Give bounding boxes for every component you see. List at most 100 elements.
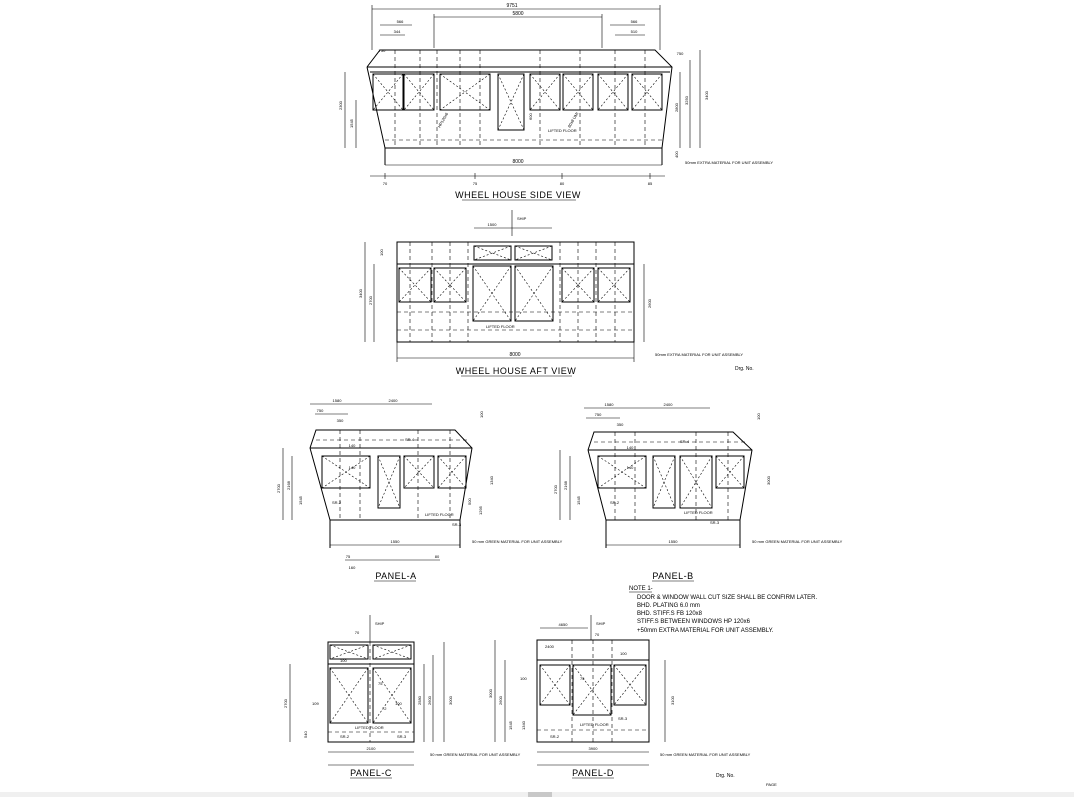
notes-line-4: STIFF.S BETWEEN WINDOWS HP 120x6 xyxy=(637,619,751,625)
panel-a-dim-3: 350 xyxy=(337,418,344,423)
panel-c-dim-10: 109 xyxy=(312,701,319,706)
notes-line-5: +50mm EXTRA MATERIAL FOR UNIT ASSEMBLY. xyxy=(637,628,774,634)
scrollbar-thumb[interactable] xyxy=(528,792,552,797)
panel-c-ship-label: SHIP xyxy=(375,621,385,626)
side-dim-right1: 566 xyxy=(631,19,638,24)
horizontal-scrollbar[interactable] xyxy=(0,792,1074,797)
aft-dim-base: 8000 xyxy=(509,352,520,358)
panel-a-dim-14: 75 xyxy=(346,554,351,559)
aft-view: SHIP 1500 xyxy=(358,210,754,377)
panel-b-dim-9: 1545 xyxy=(576,495,581,505)
aft-dim-h2: 2700 xyxy=(368,295,373,305)
aft-dim-r: 2600 xyxy=(647,298,652,308)
panel-d-dim-7: 3000 xyxy=(488,688,493,698)
aft-ship-label: SHIP xyxy=(517,216,527,221)
side-lifted-floor: LIFTED FLOOR xyxy=(548,128,577,133)
panel-b-label-sr2: SR-2 xyxy=(610,500,620,505)
aft-note-extra: 50mm EXTRA MATERIAL FOR UNIT ASSEMBLY xyxy=(655,352,743,357)
panel-b-note-extra: 50 mm GREEN MATERIAL FOR UNIT ASSEMBLY xyxy=(752,539,843,544)
aft-drg-no: Drg. No. xyxy=(735,366,754,372)
panel-b-dim-6: 140 xyxy=(627,445,634,450)
panel-d-drg-no: Drg. No. xyxy=(716,773,735,779)
side-dim-height-l2: 1545 xyxy=(349,118,354,128)
panel-a-dim-13: 160 xyxy=(349,565,356,570)
panel-a-dim-10: 1340 xyxy=(489,475,494,485)
panel-c-dim-8: 3000 xyxy=(448,695,453,705)
panel-d-ship-label: SHIP xyxy=(596,621,606,626)
panel-d-label-sr3: SR-3 xyxy=(618,716,628,721)
panel-b-label-lifted: LIFTED FLOOR xyxy=(684,510,713,515)
panel-d-title: PANEL-D xyxy=(572,768,614,778)
panel-a: 1580 2400 750 350 100 SR-2 SR-4 SR-3 LIF… xyxy=(276,398,563,582)
panel-c-dim-0: 70 xyxy=(355,630,360,635)
side-dim-right3: 750 xyxy=(677,51,684,56)
panel-b-dim-10: 1550 xyxy=(669,539,679,544)
panel-c-dim-9: 540 xyxy=(303,731,308,738)
panel-a-label-sr4: SR-4 xyxy=(405,437,415,442)
side-frame-ticks xyxy=(384,173,651,179)
side-dim-left1: 566 xyxy=(397,19,404,24)
side-dim-bottom-r: 400 xyxy=(674,151,679,158)
panel-a-dim-4: 100 xyxy=(479,411,484,418)
panel-c-dim-4: 2100 xyxy=(367,746,377,751)
panel-d-page: PAGE xyxy=(766,782,777,787)
panel-a-dim-16: 1295 xyxy=(478,505,483,515)
panel-d-dim-8: 2600 xyxy=(498,695,503,705)
panel-b-dim-2: 750 xyxy=(595,412,602,417)
side-dim-height-r3: 3400 xyxy=(704,90,709,100)
notes-line-3: BHD. STIFF.S FB 120x8 xyxy=(637,611,703,617)
panel-c-label-sr3: SR-3 xyxy=(397,734,407,739)
side-windows xyxy=(372,73,663,131)
panel-a-title: PANEL-A xyxy=(375,571,416,581)
panel-c-dim-1: 100 xyxy=(340,658,347,663)
panel-b-dim-5: 140 xyxy=(627,465,634,470)
panel-c-dim-5: 2700 xyxy=(283,698,288,708)
panel-d-note-extra: 50 mm GREEN MATERIAL FOR UNIT ASSEMBLY xyxy=(660,752,751,757)
side-dim-top: 5800 xyxy=(512,11,523,17)
panel-d-stiffeners xyxy=(537,640,649,742)
panel-c-stiffeners xyxy=(328,642,414,742)
aft-lifted-floor: LIFTED FLOOR xyxy=(486,324,515,329)
panel-a-dim-1: 2400 xyxy=(389,398,399,403)
panel-a-dim-12: 1550 xyxy=(391,539,401,544)
side-dim-overall: 9751 xyxy=(506,3,517,9)
panel-c-label-lifted: LIFTED FLOOR xyxy=(355,725,384,730)
panel-a-dim-2: 750 xyxy=(317,408,324,413)
side-dim-height-r2: 3250 xyxy=(684,95,689,105)
side-door-dim: 600 xyxy=(528,113,533,120)
panel-b-stiffeners xyxy=(594,432,748,520)
panel-c-dim-7: 2600 xyxy=(427,695,432,705)
panel-d: SHIP 4650 70 2400 100 75 100 SR-2 SR-3 L… xyxy=(488,615,777,787)
side-dim-height-r1: 2800 xyxy=(674,102,679,112)
panel-a-label-sr2: SR-2 xyxy=(332,500,342,505)
aft-view-title: WHEEL HOUSE AFT VIEW xyxy=(456,366,577,376)
panel-d-dim-11: 3100 xyxy=(670,695,675,705)
side-dim-left2: 344 xyxy=(394,29,401,34)
panel-a-stiffeners xyxy=(316,430,468,520)
notes-block: NOTE 1- DOOR & WINDOW WALL CUT SIZE SHAL… xyxy=(629,586,817,634)
panel-a-label-lifted: LIFTED FLOOR xyxy=(425,512,454,517)
side-view-title: WHEEL HOUSE SIDE VIEW xyxy=(455,190,581,200)
panel-d-dim-1: 70 xyxy=(595,632,600,637)
side-note-extra: 50mm EXTRA MATERIAL FOR UNIT ASSEMBLY xyxy=(685,160,773,165)
side-frame-70: 70 xyxy=(383,181,388,186)
panel-b-dim-11: 3000 xyxy=(766,475,771,485)
panel-d-dim-4: 75 xyxy=(580,676,585,681)
panel-b: 1580 2400 750 350 100 SR-2 SR-4 SR-3 LIF… xyxy=(553,402,843,582)
notes-line-2: BHD. PLATING 6.0 mm xyxy=(637,603,700,609)
panel-a-label-sr3: SR-3 xyxy=(452,522,462,527)
aft-dim-top: 1500 xyxy=(488,222,498,227)
panel-b-dim-7: 2700 xyxy=(553,484,558,494)
panel-d-dim-6: 3900 xyxy=(589,746,599,751)
panel-b-dim-8: 2168 xyxy=(563,480,568,490)
panel-c-label-sr2: SR-2 xyxy=(340,734,350,739)
panel-d-label-lifted: LIFTED FLOOR xyxy=(580,722,609,727)
notes-line-1: DOOR & WINDOW WALL CUT SIZE SHALL BE CON… xyxy=(637,595,817,601)
panel-d-label-sr2: SR-2 xyxy=(550,734,560,739)
panel-b-dim-1: 2400 xyxy=(664,402,674,407)
side-dim-height-l1: 2300 xyxy=(338,100,343,110)
side-sw-label: 60x8 UMI xyxy=(567,111,580,128)
panel-a-dim-15: 80 xyxy=(435,554,440,559)
panel-a-dim-8: 2168 xyxy=(286,480,291,490)
